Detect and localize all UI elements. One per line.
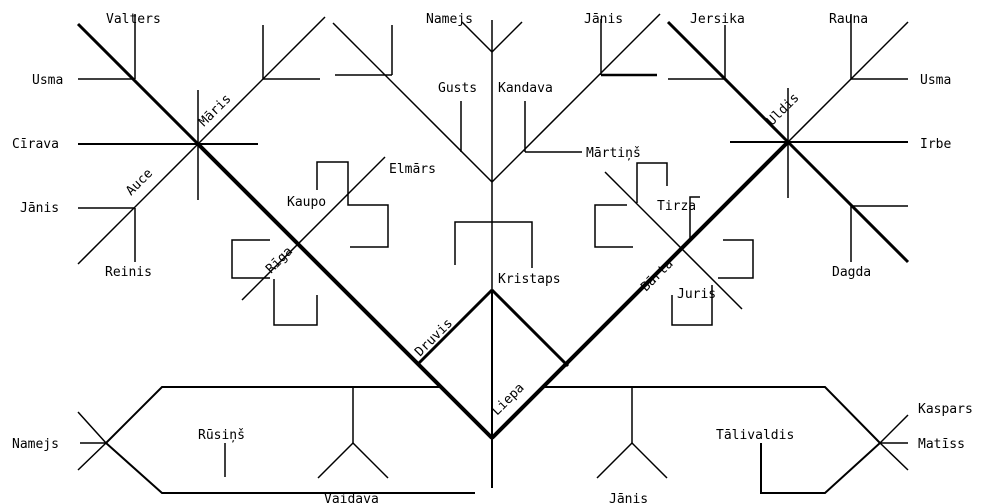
label-kristaps: Kristaps (498, 272, 561, 287)
label-reinis: Reinis (105, 265, 152, 280)
label-namejs-left: Namejs (12, 437, 59, 452)
label-kandava: Kandava (498, 81, 553, 96)
label-juris: Juris (677, 287, 716, 302)
label-janis-bottom: Jānis (609, 492, 648, 504)
label-irbe: Irbe (920, 137, 951, 152)
label-druvis: Druvis (412, 316, 456, 360)
label-maris: Māris (196, 92, 234, 130)
bottom-right-arm (543, 386, 909, 494)
label-uldis: Uldis (764, 91, 802, 129)
label-martins: Mārtiņš (586, 146, 641, 161)
label-janis-left: Jānis (20, 201, 59, 216)
label-namejs-top: Namejs (426, 12, 473, 27)
label-liepa: Liepa (489, 381, 527, 419)
label-riga: Rīga (263, 244, 296, 277)
label-usma-left: Usma (32, 73, 63, 88)
maris-star (76, 14, 326, 265)
label-janis-top: Jānis (584, 12, 623, 27)
label-matiss: Matīss (918, 437, 965, 452)
label-barta: Bārta (638, 257, 676, 295)
label-vaidava: Vaidava (324, 492, 379, 504)
label-auce: Auce (123, 166, 156, 199)
uldis-star (666, 14, 910, 264)
label-kaspars: Kaspars (918, 402, 973, 417)
kristaps-frame (454, 221, 533, 268)
barta-branch (594, 162, 754, 326)
label-dagda: Dagda (832, 265, 871, 280)
label-cirava: Cīrava (12, 137, 59, 152)
top-middle-branches (332, 13, 661, 183)
label-jersika: Jersika (690, 12, 745, 27)
label-usma-right: Usma (920, 73, 951, 88)
riga-branch (231, 156, 389, 326)
label-elmars: Elmārs (389, 162, 436, 177)
label-kaupo: Kaupo (287, 195, 326, 210)
bottom-left-arm (77, 386, 475, 494)
label-rauna: Rauna (829, 12, 868, 27)
label-rusins: Rūsiņš (198, 428, 245, 443)
label-tirza: Tirza (657, 199, 696, 214)
label-gusts: Gusts (438, 81, 477, 96)
label-talivaldis: Tālivaldis (716, 428, 794, 443)
label-valters: Valters (106, 12, 161, 27)
druvis-branch (417, 326, 456, 365)
